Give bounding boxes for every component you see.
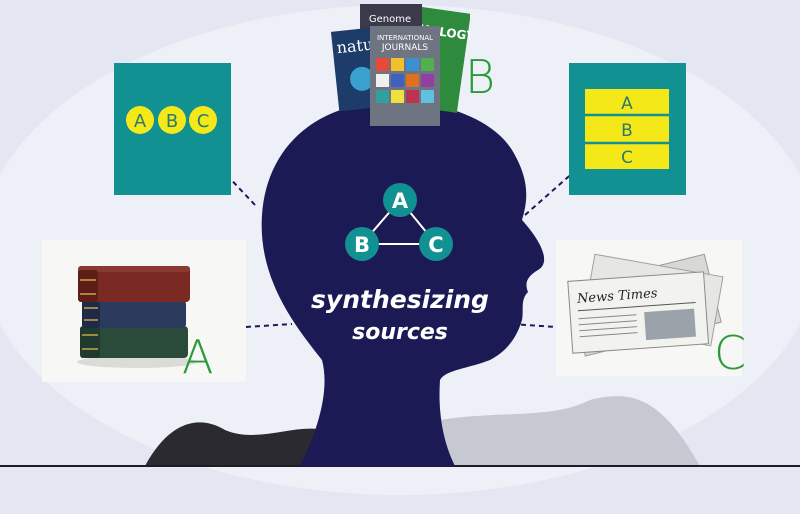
books-image: A	[42, 240, 246, 384]
newspaper-pile-illustration: News Times	[567, 253, 724, 357]
table-panel: A B C	[569, 63, 686, 195]
book-bottom	[80, 326, 188, 358]
circle-label-a: A	[134, 111, 147, 132]
newspapers-image: News Times C	[556, 240, 746, 380]
head-caption-line2: sources	[352, 320, 448, 345]
source-label-newspapers: C	[714, 326, 747, 380]
table-row-b: B	[621, 121, 633, 141]
circle-item-c	[189, 106, 217, 134]
circle-item-a	[126, 106, 154, 134]
source-label-books: A	[182, 330, 214, 384]
svg-text:Genome: Genome	[369, 14, 411, 25]
circle-item-b	[158, 106, 186, 134]
table-row-a: A	[621, 94, 633, 114]
svg-text:JOURNALS: JOURNALS	[381, 43, 428, 53]
light-hill	[440, 396, 700, 466]
book-stack-illustration	[77, 266, 197, 368]
newspaper-masthead: News Times	[576, 286, 659, 307]
table-panel-graphic: A B C	[585, 89, 669, 169]
book-top	[78, 266, 190, 302]
journals-image: PATHOLOGY Genome nature INTERNATIONAL JO…	[330, 0, 476, 130]
circle-label-b: B	[166, 111, 178, 132]
triangle-node-c	[419, 227, 453, 261]
circles-panel-graphic: A B C	[126, 106, 217, 134]
triangle-node-b	[345, 227, 379, 261]
head-caption-line1: synthesizing	[311, 285, 489, 314]
triangle-label-c: C	[428, 233, 443, 257]
circles-panel: A B C	[114, 63, 231, 195]
triangle-node-a	[383, 183, 417, 217]
source-label-journals: B	[465, 50, 496, 104]
table-body	[585, 89, 669, 169]
line-to-books	[245, 323, 293, 328]
circle-label-c: C	[197, 111, 210, 132]
head-shape	[261, 101, 545, 466]
line-to-newspapers	[511, 323, 557, 328]
dark-hill	[145, 422, 330, 466]
triangle-label-a: A	[392, 189, 409, 213]
journal-stack-illustration: PATHOLOGY Genome nature INTERNATIONAL JO…	[330, 4, 476, 126]
table-row-c: C	[621, 148, 633, 168]
triangle-label-b: B	[354, 233, 370, 257]
svg-text:INTERNATIONAL: INTERNATIONAL	[377, 34, 433, 42]
book-middle	[82, 300, 186, 328]
